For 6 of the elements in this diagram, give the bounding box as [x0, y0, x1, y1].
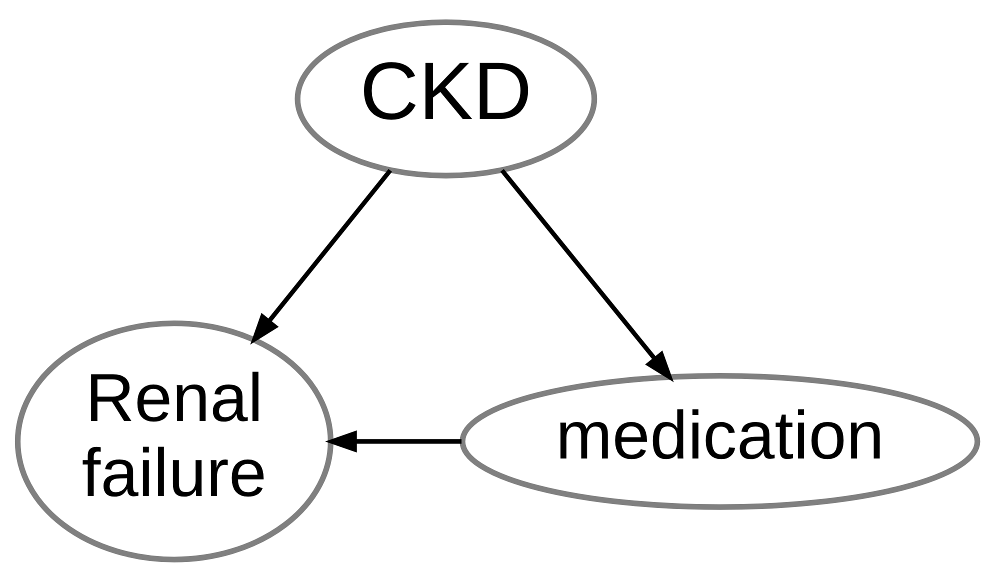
node-ellipse: CKD: [294, 19, 598, 178]
node-ellipse: medication: [460, 372, 980, 510]
arrow: [250, 168, 392, 345]
node-ellipse: Renal failure: [14, 320, 334, 562]
arrow: [500, 168, 674, 382]
arrow: [325, 430, 462, 453]
